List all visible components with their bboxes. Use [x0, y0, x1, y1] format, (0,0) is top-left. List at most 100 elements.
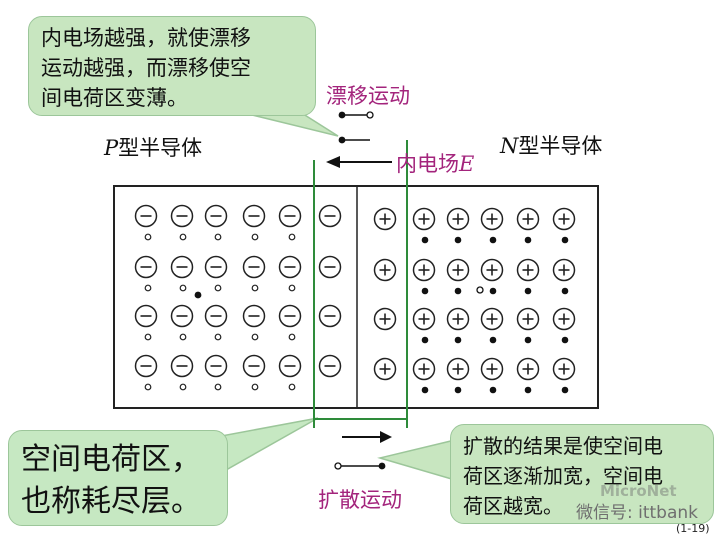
- acceptor-ion: [278, 304, 302, 341]
- drift-electron-dot-lower: [338, 136, 346, 144]
- donor-ion: [480, 258, 504, 295]
- acceptor-ion: [204, 204, 228, 241]
- acceptor-ion: [318, 304, 342, 328]
- donor-ion: [552, 357, 576, 394]
- callout-right-pointer: [377, 439, 456, 482]
- hole-carrier: [144, 284, 152, 292]
- hole-carrier: [179, 333, 187, 341]
- donor-ion: [480, 307, 504, 344]
- donor-ion: [412, 258, 436, 295]
- acceptor-ion: [278, 204, 302, 241]
- acceptor-ion: [170, 354, 194, 391]
- free-hole: [476, 286, 484, 294]
- diffusion-hole-dot: [334, 462, 342, 470]
- electron-carrier: [561, 336, 569, 344]
- acceptor-ion: [242, 354, 266, 391]
- field-label-symbol: E: [459, 152, 475, 176]
- field-label: 内电场E: [396, 148, 474, 178]
- hole-carrier: [251, 284, 259, 292]
- callout-top: 内电场越强，就使漂移 运动越强，而漂移使空 间电荷区变薄。: [28, 16, 316, 116]
- donor-ion: [552, 258, 576, 295]
- hole-carrier: [144, 383, 152, 391]
- callout-left: 空间电荷区， 也称耗尽层。: [8, 430, 228, 526]
- acceptor-ion: [204, 354, 228, 391]
- callout-top-line-2: 运动越强，而漂移使空: [41, 56, 251, 80]
- drift-electron-dot: [338, 111, 346, 119]
- p-text: 型半导体: [118, 136, 203, 160]
- acceptor-ion: [170, 304, 194, 341]
- acceptor-ion: [278, 354, 302, 391]
- donor-ion: [446, 307, 470, 344]
- electron-carrier: [454, 336, 462, 344]
- electron-carrier: [524, 287, 532, 295]
- drift-hole-dot: [366, 111, 374, 119]
- hole-carrier: [144, 233, 152, 241]
- hole-carrier: [214, 383, 222, 391]
- donor-ion: [412, 307, 436, 344]
- callout-right: 扩散的结果是使空间电 荷区逐渐加宽，空间电 荷区越宽。: [450, 424, 714, 524]
- hole-carrier: [288, 383, 296, 391]
- donor-ion: [412, 357, 436, 394]
- callout-top-line-3: 间电荷区变薄。: [41, 86, 188, 110]
- hole-carrier: [251, 333, 259, 341]
- p-letter: P: [104, 136, 119, 160]
- donor-ion: [480, 207, 504, 244]
- callout-top-line-1: 内电场越强，就使漂移: [41, 26, 251, 50]
- electron-carrier: [454, 287, 462, 295]
- acceptor-ion: [134, 304, 158, 341]
- electron-carrier: [489, 336, 497, 344]
- acceptor-ion: [204, 304, 228, 341]
- hole-carrier: [179, 233, 187, 241]
- electron-carrier: [421, 287, 429, 295]
- donor-ion: [373, 307, 397, 331]
- p-semiconductor-label: P型半导体: [104, 132, 202, 162]
- ion-grid: [134, 204, 576, 394]
- n-semiconductor-label: N型半导体: [500, 130, 602, 160]
- free-electron: [194, 291, 202, 299]
- diffusion-electron-dot: [378, 462, 386, 470]
- hole-carrier: [144, 333, 152, 341]
- electron-carrier: [421, 386, 429, 394]
- electron-carrier: [489, 287, 497, 295]
- drift-label: 漂移运动: [326, 84, 410, 108]
- acceptor-ion: [170, 255, 194, 292]
- semiconductor-box: [113, 185, 599, 409]
- donor-ion: [373, 258, 397, 282]
- hole-carrier: [179, 383, 187, 391]
- electron-carrier: [561, 236, 569, 244]
- donor-ion: [446, 357, 470, 394]
- n-text: 型半导体: [518, 134, 603, 158]
- electron-carrier: [489, 236, 497, 244]
- acceptor-ion: [318, 204, 342, 228]
- page-number: (1-19): [676, 522, 710, 535]
- electron-carrier: [561, 287, 569, 295]
- hole-carrier: [251, 383, 259, 391]
- electron-carrier: [421, 336, 429, 344]
- donor-ion: [373, 357, 397, 381]
- hole-carrier: [214, 284, 222, 292]
- donor-ion: [552, 207, 576, 244]
- acceptor-ion: [242, 255, 266, 292]
- callout-right-line-3: 荷区越宽。: [463, 494, 563, 518]
- donor-ion: [446, 207, 470, 244]
- callout-right-line-2: 荷区逐渐加宽，空间电: [463, 464, 663, 488]
- acceptor-ion: [204, 255, 228, 292]
- electron-carrier: [454, 236, 462, 244]
- hole-carrier: [288, 284, 296, 292]
- donor-ion: [480, 357, 504, 394]
- field-arrowhead: [326, 156, 340, 168]
- hole-carrier: [288, 333, 296, 341]
- hole-carrier: [214, 233, 222, 241]
- acceptor-ion: [134, 354, 158, 391]
- electron-carrier: [524, 236, 532, 244]
- diffusion-arrowhead: [380, 431, 392, 443]
- acceptor-ion: [278, 255, 302, 292]
- hole-carrier: [251, 233, 259, 241]
- donor-ion: [516, 207, 540, 244]
- n-letter: N: [500, 134, 519, 158]
- hole-carrier: [179, 284, 187, 292]
- electron-carrier: [489, 386, 497, 394]
- electron-carrier: [561, 386, 569, 394]
- acceptor-ion: [242, 304, 266, 341]
